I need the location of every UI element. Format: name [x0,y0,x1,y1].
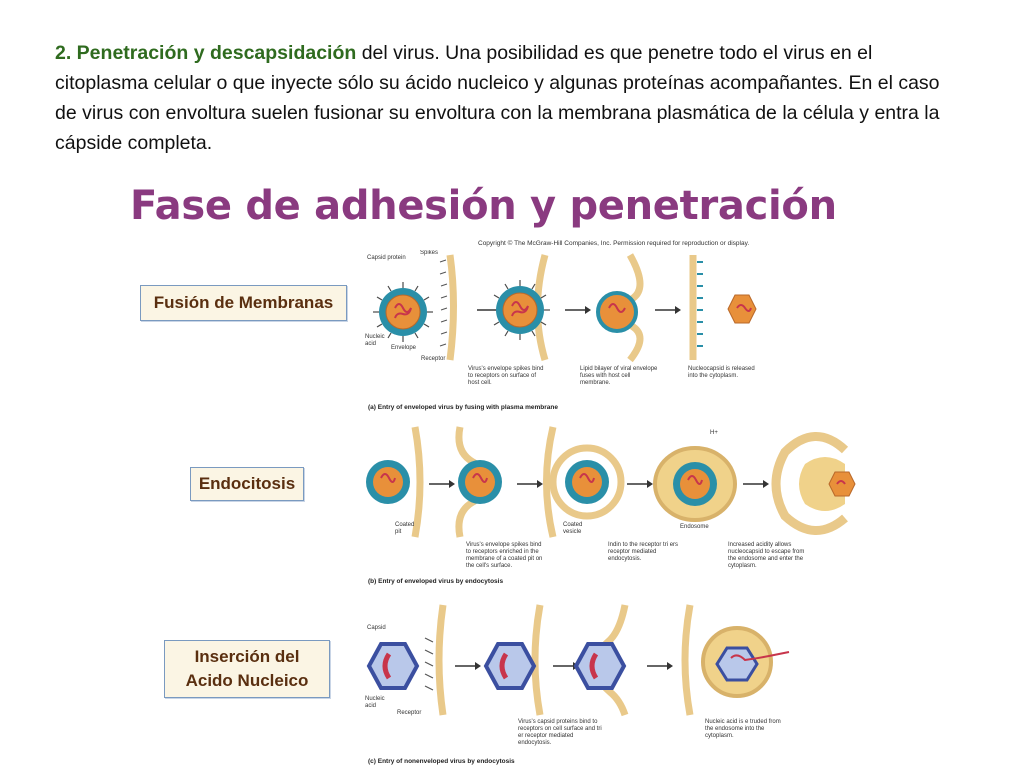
subcaption-c: (c) Entry of nonenveloped virus by endoc… [368,758,515,765]
caption-b3: Increased acidity allows nucleocapsid to… [728,542,805,569]
part-coated-pit: Coated [395,522,414,528]
diagram-fusion: Capsid protein Spikes Nucleic acid Envel… [365,250,757,363]
caption-c1: Virus's capsid proteins bind to receptor… [518,719,602,746]
part-receptor: Receptor [421,356,445,362]
diagram-endocitosis: H+ Coated pit Coated vesicle Endosome [366,426,856,538]
label-endocitosis: Endocitosis [190,467,304,501]
part-endosome: Endosome [680,524,709,530]
caption-a1: Virus's envelope spikes bind to receptor… [468,366,544,386]
svg-text:acid: acid [365,703,376,709]
part-h-plus: H+ [710,430,718,436]
part-capsid: Capsid [367,625,386,631]
label-insercion-acido-nucleico: Inserción del Acido Nucleico [164,640,330,698]
part-nucleic-acid: Nucleic [365,334,385,340]
subcaption-a: (a) Entry of enveloped virus by fusing w… [368,404,558,411]
caption-c2: Nucleic acid is e truded from the endoso… [705,719,781,739]
part-receptor-c: Receptor [397,710,421,716]
svg-text:acid: acid [365,341,376,347]
part-spikes: Spikes [420,250,438,256]
diagram-insercion: Capsid Nucleic acid Receptor [365,604,790,717]
caption-a3: Nucleocapsid is released into the cytopl… [688,366,755,379]
caption-b1: Virus's envelope spikes bind to receptor… [466,542,543,569]
part-capsid-protein: Capsid protein [367,255,406,261]
svg-text:pit: pit [395,529,402,535]
label-fusion-membranas: Fusión de Membranas [140,285,347,321]
part-nucleic-acid-c: Nucleic [365,696,385,702]
figure-title: Fase de adhesión y penetración [130,183,837,229]
figure-copyright: Copyright © The McGraw-Hill Companies, I… [478,240,750,247]
intro-lead: 2. Penetración y descapsidación [55,42,357,64]
svg-text:vesicle: vesicle [563,529,582,535]
caption-a2: Lipid bilayer of viral envelope fuses wi… [580,366,658,386]
caption-b2: Indin to the receptor tri ers receptor m… [608,542,679,562]
part-coated-vesicle: Coated [563,522,582,528]
subcaption-b: (b) Entry of enveloped virus by endocyto… [368,578,504,585]
intro-paragraph: 2. Penetración y descapsidación del viru… [55,38,955,158]
intro-text: del virus. Una posibilidad es que penetr… [55,42,940,154]
part-envelope: Envelope [391,345,417,351]
